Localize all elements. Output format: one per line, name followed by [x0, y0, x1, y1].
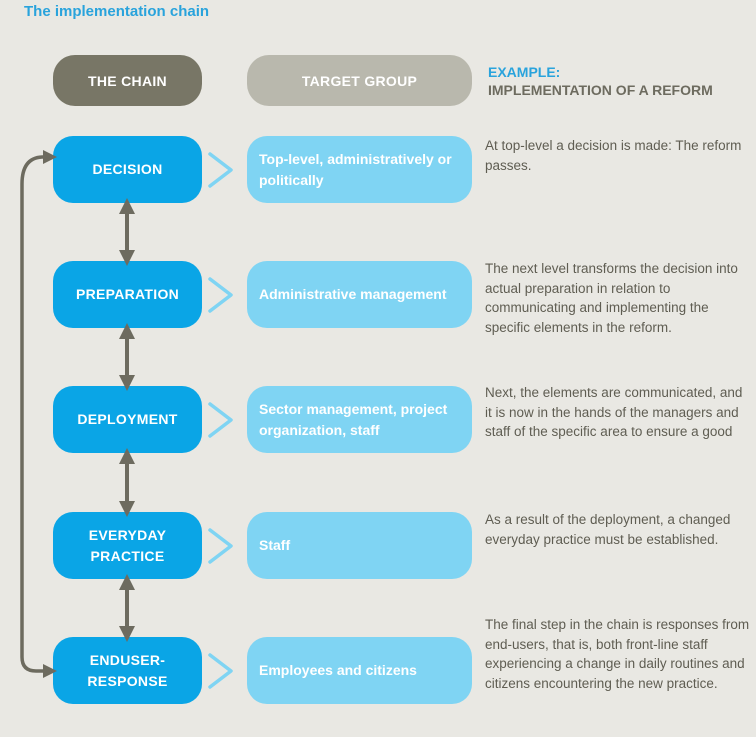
feedback-loop-arrow — [20, 150, 57, 678]
chain-step-deployment: DEPLOYMENT — [53, 386, 202, 453]
target-group-decision: Top-level, administratively or political… — [247, 136, 472, 203]
example-text-decision: At top-level a decision is made: The ref… — [485, 138, 742, 173]
chain-step-enduser-response: ENDUSER-RESPONSE — [53, 637, 202, 704]
target-group-enduser-response: Employees and citizens — [247, 637, 472, 704]
example-text-enduser-response: The final step in the chain is responses… — [485, 617, 750, 691]
example-title: IMPLEMENTATION OF A REFORM — [488, 82, 713, 98]
header-the-chain: THE CHAIN — [53, 55, 202, 106]
example-text-everyday-practice: As a result of the deployment, a changed… — [485, 512, 731, 547]
example-label: EXAMPLE: — [488, 64, 561, 80]
diagram-title: The implementation chain — [24, 3, 210, 20]
target-group-deployment: Sector management, project organization,… — [247, 386, 472, 453]
example-text-deployment: Next, the elements are communicated, and… — [485, 385, 743, 439]
chevron-icon — [208, 152, 233, 689]
target-group-everyday-practice: Staff — [247, 512, 472, 579]
chain-step-everyday-practice: EVERYDAY PRACTICE — [53, 512, 202, 579]
target-group-preparation: Administrative management — [247, 261, 472, 328]
chain-step-decision: DECISION — [53, 136, 202, 203]
header-target-group: TARGET GROUP — [247, 55, 472, 106]
example-text-preparation: The next level transforms the decision i… — [485, 261, 738, 335]
chain-step-preparation: PREPARATION — [53, 261, 202, 328]
